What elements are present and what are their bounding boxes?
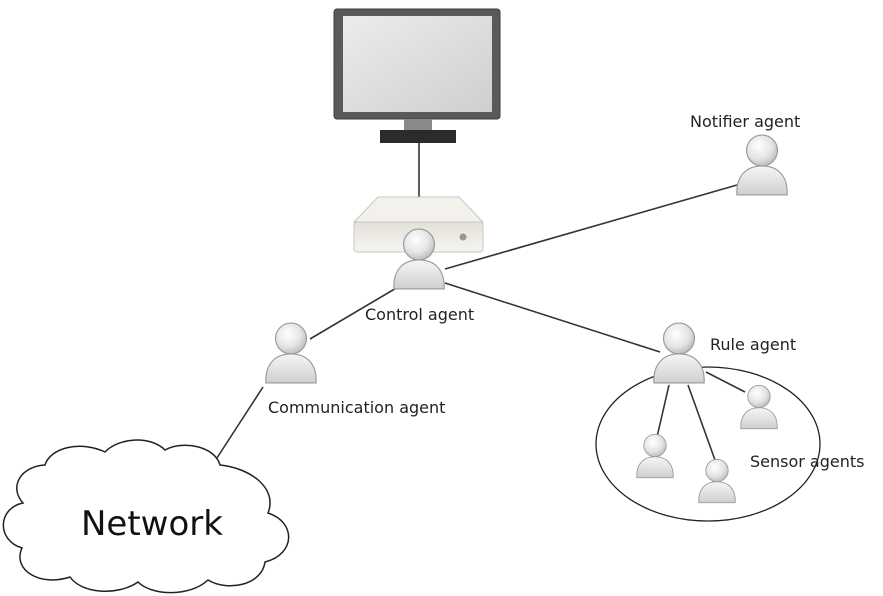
edge-rule-sensor-right <box>705 371 746 393</box>
network-label: Network <box>81 504 223 544</box>
control-agent-label: Control agent <box>365 305 474 324</box>
notifier-agent-label: Notifier agent <box>690 112 800 131</box>
communication-agent-icon <box>265 322 317 384</box>
sensor-agent-icon <box>698 458 736 504</box>
communication-agent-label: Communication agent <box>268 398 445 417</box>
edge-rule-sensor-left <box>656 384 670 438</box>
notifier-agent-icon <box>736 134 788 196</box>
edge-communication-network <box>214 386 264 462</box>
edge-control-communication <box>309 286 399 340</box>
edge-control-notifier <box>444 184 738 270</box>
rule-agent-label: Rule agent <box>710 335 796 354</box>
rule-agent-icon <box>653 322 705 384</box>
monitor-icon <box>333 8 501 143</box>
sensor-agent-icon <box>636 433 674 479</box>
sensor-group-ellipse <box>595 366 821 522</box>
network-cloud <box>2 439 290 594</box>
sensor-agents-label: Sensor agents <box>750 452 864 471</box>
edge-control-rule <box>444 282 661 353</box>
sensor-agent-icon <box>740 384 778 430</box>
edge-rule-sensor-bottom <box>687 384 716 461</box>
